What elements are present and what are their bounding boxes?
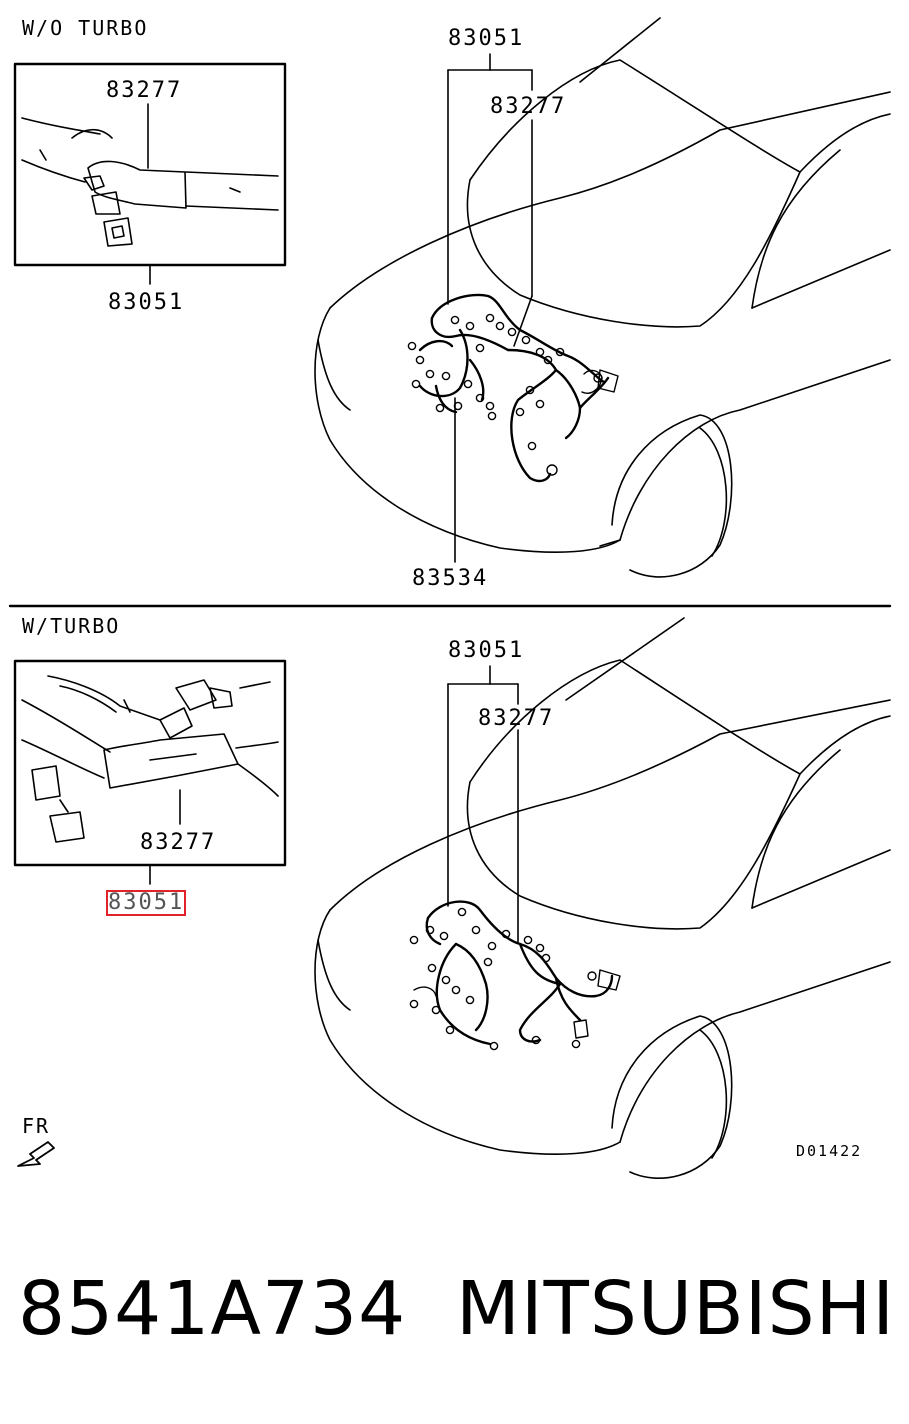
part-callout[interactable]: 83277: [478, 706, 555, 731]
footer: 8541A734 MITSUBISHI: [18, 1272, 898, 1352]
front-arrow-icon: [17, 1141, 55, 1167]
inset-frame-no-turbo: [13, 62, 287, 267]
part-callout[interactable]: 83051: [448, 638, 525, 663]
part-callout[interactable]: 83277: [106, 78, 183, 103]
diagram-code: D01422: [796, 1142, 863, 1160]
section-title-no-turbo: W/O TURBO: [22, 16, 149, 40]
inset-frame-turbo: [13, 659, 287, 867]
part-callout[interactable]: 83051: [448, 26, 525, 51]
front-direction-label: FR: [22, 1114, 51, 1138]
part-callout[interactable]: 83277: [490, 94, 567, 119]
brand-name: MITSUBISHI: [456, 1266, 896, 1352]
part-callout[interactable]: 83277: [140, 830, 217, 855]
part-callout-highlighted[interactable]: 83051: [105, 890, 187, 916]
part-callout[interactable]: 83051: [108, 290, 185, 315]
part-callout[interactable]: 83534: [412, 566, 489, 591]
part-number: 8541A734: [18, 1266, 407, 1352]
section-title-turbo: W/TURBO: [22, 614, 121, 638]
